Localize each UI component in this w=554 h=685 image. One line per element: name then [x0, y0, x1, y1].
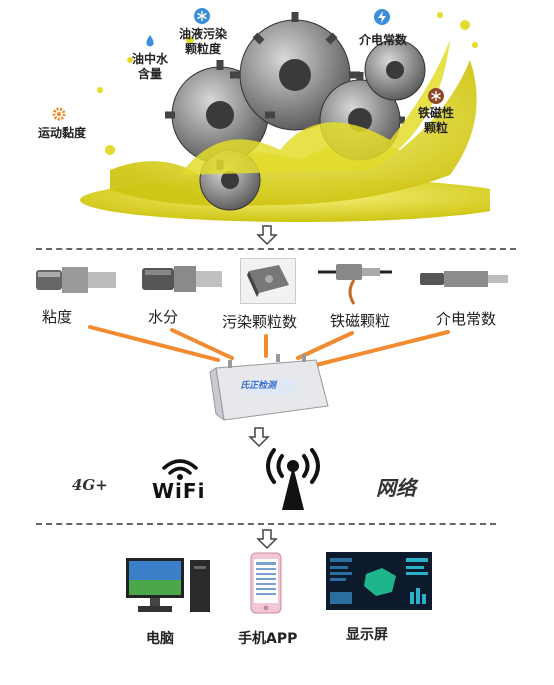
magnet-icon: [428, 88, 444, 104]
lightning-icon: [374, 9, 390, 25]
monitoring-hub-device: 氏正检测: [206, 354, 330, 426]
device-phone-label: 手机APP: [238, 631, 298, 647]
water-drop-icon: [144, 33, 156, 47]
gear-icon: [52, 106, 66, 121]
ferromagnetic-sensor-image: [316, 258, 394, 308]
down-arrow-icon: [256, 224, 278, 246]
hub-brand-label: 氏正检测: [240, 381, 277, 391]
sensor-water-label: 水分: [148, 308, 179, 326]
param-water-label: 油中水 含量: [131, 52, 168, 81]
comm-network-label: 网络: [376, 476, 416, 500]
device-display-label: 显示屏: [346, 627, 388, 643]
snowflake-icon: [194, 8, 210, 24]
sensor-dielectric-label: 介电常数: [436, 310, 497, 328]
param-viscosity-label: 运动黏度: [37, 126, 86, 140]
comm-4g-label: 4G+: [72, 476, 108, 494]
device-pc-label: 电脑: [146, 631, 174, 647]
down-arrow-icon: [248, 426, 270, 448]
param-dielectric-label: 介电常数: [358, 33, 407, 47]
sensor-contamination-label: 污染颗粒数: [222, 313, 298, 331]
divider-line: [36, 523, 496, 525]
smartphone-image: [250, 552, 282, 614]
display-screen-image: [326, 552, 432, 610]
dielectric-sensor-image: [418, 266, 510, 292]
gears-oil-illustration: [70, 0, 520, 225]
sensor-ferromagnetic-label: 铁磁颗粒: [330, 312, 391, 330]
param-ferromagnetic-label: 铁磁性 颗粒: [417, 106, 454, 135]
comm-wifi-label: WiFi: [152, 479, 206, 503]
sensor-viscosity-label: 粘度: [42, 308, 73, 326]
param-contamination-label: 油液污染 颗粒度: [178, 27, 227, 56]
wifi-icon: [160, 458, 200, 480]
contamination-sensor-image: [240, 258, 296, 304]
water-sensor-image: [140, 262, 224, 296]
down-arrow-icon: [256, 528, 278, 550]
divider-line: [36, 248, 516, 250]
signal-tower-icon: [260, 444, 326, 512]
computer-image: [124, 556, 212, 616]
viscosity-sensor-image: [34, 262, 118, 296]
